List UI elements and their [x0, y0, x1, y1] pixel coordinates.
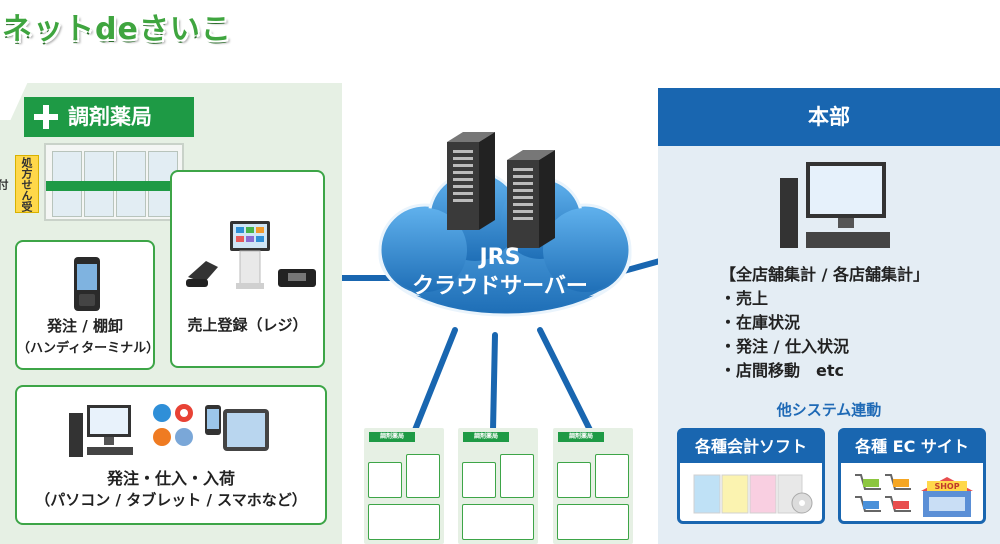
server-icon — [447, 132, 495, 230]
mini-pharmacy-title: 調剤薬局 — [369, 432, 415, 442]
cloud-server-illustration — [378, 132, 632, 317]
pc-label-line1: 発注・仕入・入荷 — [106, 469, 235, 488]
rx-sign: 処方せん受付 — [0, 155, 39, 213]
cloud-label-line1: JRS — [479, 245, 521, 270]
hq-list-item: ・発注 / 仕入状況 — [720, 337, 849, 356]
handy-label-line1: 発注 / 棚卸 — [47, 317, 123, 335]
accounting-software-card: 各種会計ソフト — [677, 428, 825, 524]
hq-computer-icon — [780, 162, 890, 248]
hq-list-item: ・売上 — [720, 289, 769, 308]
handy-label-line2: （ハンディターミナル） — [17, 341, 160, 356]
handy-terminal-card: 発注 / 棚卸 （ハンディターミナル） — [15, 240, 160, 370]
mini-pharmacy-title: 調剤薬局 — [558, 432, 604, 442]
handy-terminal-icon — [74, 257, 100, 311]
register-label: 売上登録（レジ） — [187, 316, 308, 334]
pc-label-line2: （パソコン / タブレット / スマホなど） — [35, 491, 307, 509]
hq-link-title: 他システム連動 — [776, 401, 882, 419]
ec-site-label: 各種 EC サイト — [841, 431, 983, 463]
shop-sign: SHOP — [934, 482, 959, 491]
ec-site-card: 各種 EC サイト SHOP — [838, 428, 986, 524]
cloud-label: JRS クラウドサーバー — [365, 243, 635, 301]
mini-pharmacy-title: 調剤薬局 — [463, 432, 509, 442]
software-package-icons — [693, 474, 813, 514]
mini-1-cloud-link — [412, 327, 458, 433]
cloud-label-line2: クラウドサーバー — [412, 274, 588, 299]
server-icon — [507, 150, 555, 248]
pc-tablet-card: 発注・仕入・入荷 （パソコン / タブレット / スマホなど） — [15, 385, 327, 525]
hq-list-heading: 【全店舗集計 / 各店舗集計」 — [720, 265, 929, 284]
mini-3-cloud-link — [537, 327, 593, 433]
cross-icon — [34, 105, 58, 129]
hq-summary-list: 【全店舗集計 / 各店舗集計」 ・売上 ・在庫状況 ・発注 / 仕入状況 ・店間… — [720, 263, 929, 383]
pharmacy-title-text: 調剤薬局 — [68, 105, 152, 129]
storefront-illustration — [44, 143, 184, 221]
pharmacy-title: 調剤薬局 — [24, 97, 194, 137]
mini-pharmacy-2: 調剤薬局 — [458, 428, 538, 544]
hq-title: 本部 — [658, 88, 1000, 146]
hq-list-item: ・在庫状況 — [720, 313, 801, 332]
mini-2-cloud-link — [490, 332, 498, 433]
pos-register-icon — [186, 221, 316, 289]
accounting-software-label: 各種会計ソフト — [680, 431, 822, 463]
register-card: 売上登録（レジ） — [170, 170, 325, 368]
shopping-cart-shop-icons: SHOP — [855, 474, 973, 517]
logo: ネットdeさいこ — [2, 12, 232, 47]
mini-pharmacy-1: 調剤薬局 — [364, 428, 444, 544]
pc-tablet-icons — [69, 404, 269, 457]
mini-pharmacy-3: 調剤薬局 — [553, 428, 633, 544]
hq-list-item: ・店間移動 etc — [720, 361, 844, 380]
